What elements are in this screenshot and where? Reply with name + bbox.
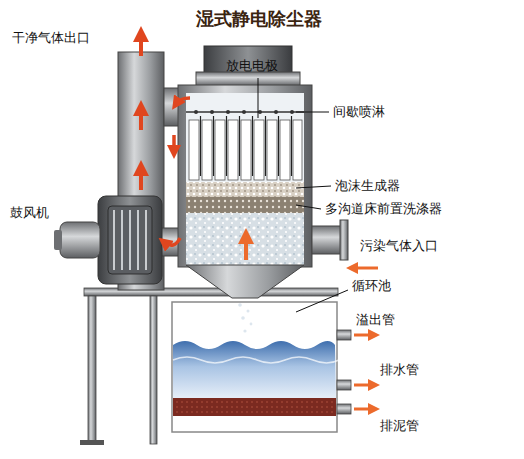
inlet-label: 污染气体入口 (360, 238, 438, 254)
scrubber-label: 多沟道床前置洗涤器 (325, 201, 442, 217)
blower-label: 鼓风机 (10, 205, 49, 221)
foam-label: 泡沫生成器 (335, 178, 400, 194)
diagram-title: 湿式静电除尘器 (196, 8, 322, 30)
pipe-label: 溢出管 (356, 312, 395, 328)
outlet-label: 干净气体出口 (12, 30, 90, 46)
pipe-label: 排水管 (380, 362, 419, 378)
tank-label: 循环池 (352, 278, 391, 294)
pipe-label: 排泥管 (380, 418, 419, 434)
spray-label: 间歇喷淋 (333, 104, 385, 120)
electrode-label: 放电电极 (226, 58, 278, 74)
